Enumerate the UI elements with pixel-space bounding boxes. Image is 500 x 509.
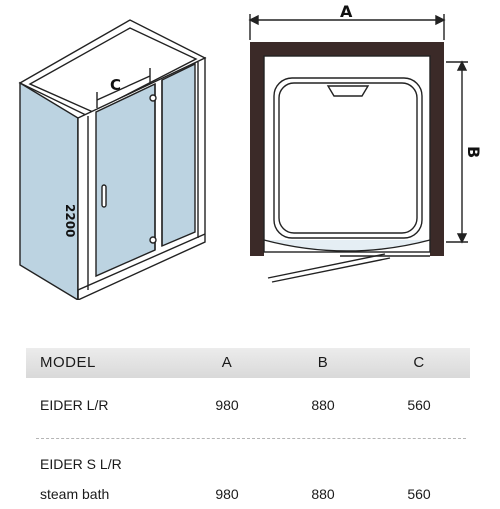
seat-shape — [326, 85, 370, 97]
cabin-roof-inner — [28, 27, 198, 113]
depth-arrow-top — [456, 60, 468, 71]
row-b: 880 — [311, 397, 335, 413]
plan-front-curve — [263, 239, 431, 252]
base-tray — [77, 233, 206, 300]
row-model: steam bath — [40, 486, 110, 502]
shower-tray-inner — [278, 82, 418, 234]
door-handle — [101, 184, 107, 208]
table-row: EIDER S L/R — [26, 449, 470, 479]
door-swing-line — [267, 253, 386, 279]
door-glass-panel — [95, 82, 156, 278]
row-a: 980 — [215, 397, 239, 413]
dim-label-b: B — [464, 146, 483, 158]
width-arrow-right — [435, 14, 446, 26]
header-c: C — [413, 354, 425, 371]
technical-drawing: C 2200 A B — [18, 2, 483, 300]
spec-table-header: MODEL A B C — [26, 348, 470, 378]
side-glass-panel — [19, 81, 79, 300]
dim-label-c: C — [110, 76, 121, 94]
plan-frame-left — [250, 42, 264, 256]
plan-view — [248, 14, 468, 283]
plan-frame-right — [430, 42, 444, 256]
dim-label-height: 2200 — [63, 204, 77, 237]
plan-frame-top — [250, 42, 444, 56]
spec-table: MODEL A B C EIDER L/R 980 880 560 EIDER … — [26, 348, 470, 509]
table-row: steam bath 980 880 560 — [26, 479, 470, 509]
row-model: EIDER L/R — [40, 397, 109, 413]
row-divider — [36, 438, 466, 439]
header-model: MODEL — [40, 354, 96, 371]
width-arrow-left — [248, 14, 259, 26]
row-a: 980 — [215, 486, 239, 502]
hinge-bottom — [149, 236, 157, 244]
row-c: 560 — [407, 486, 431, 502]
hinge-top — [149, 94, 157, 102]
header-b: B — [317, 354, 329, 371]
door-swing-line-2 — [271, 257, 391, 283]
fixed-glass-panel — [161, 62, 196, 248]
row-b: 880 — [311, 486, 335, 502]
door-dim-line — [96, 75, 151, 101]
row-c: 560 — [407, 397, 431, 413]
cabin-3d-view — [18, 19, 207, 300]
header-a: A — [221, 354, 233, 371]
table-row: EIDER L/R 980 880 560 — [26, 390, 470, 420]
depth-arrow-bottom — [456, 233, 468, 244]
row-model: EIDER S L/R — [40, 456, 122, 472]
dim-label-a: A — [340, 2, 353, 21]
